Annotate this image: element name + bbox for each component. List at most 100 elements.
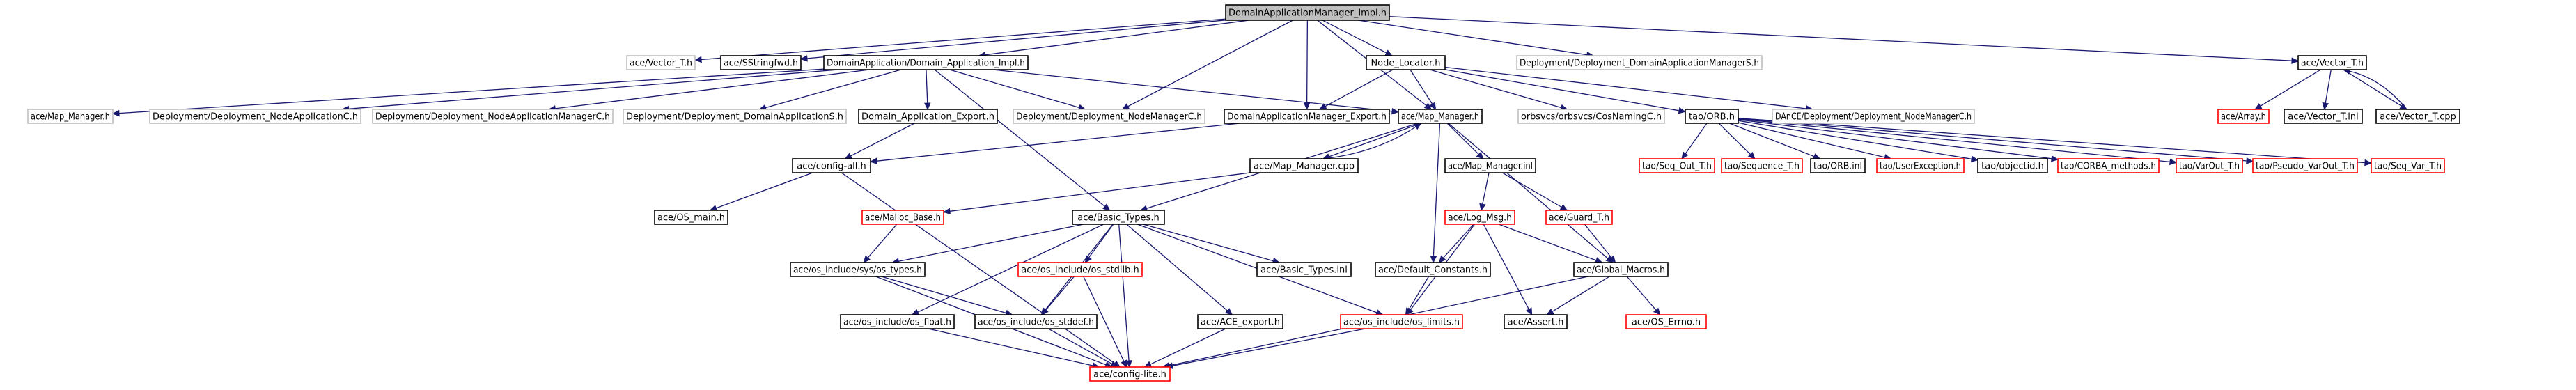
edge-line (876, 123, 1240, 162)
edge-basic_types-to-basic_types_inl (1143, 224, 1281, 265)
node-label: tao/Pseudo_VarOut_T.h (2256, 162, 2355, 172)
node-map_manager_inl[interactable]: ace/Map_Manager.inl (1444, 158, 1536, 173)
node-sstringfwd[interactable]: ace/SStringfwd.h (720, 55, 802, 70)
node-box (1197, 314, 1283, 329)
node-array_h[interactable]: ace/Array.h (2217, 109, 2270, 124)
edge-line (1127, 20, 1293, 107)
edge-da_impl-to-map_manager (992, 69, 1400, 115)
node-os_stddef[interactable]: ace/os_include/os_stddef.h (974, 314, 1098, 329)
arrow-head (1479, 203, 1486, 212)
edge-line (1126, 224, 1228, 311)
edge-line (1498, 224, 1597, 261)
node-box (1517, 109, 1665, 124)
node-label: ace/Basic_Types.h (1077, 213, 1159, 224)
node-dam_export[interactable]: DomainApplicationManager_Export.h (1224, 109, 1390, 124)
arrow-head (1678, 107, 1687, 114)
node-label: ace/Vector_T.h (2301, 58, 2364, 69)
node-sys_types[interactable]: ace/os_include/sys/os_types.h (790, 262, 926, 277)
node-assert_h[interactable]: ace/Assert.h (1504, 314, 1568, 329)
node-basic_types_inl[interactable]: ace/Basic_Types.inl (1256, 262, 1352, 277)
edge-line (1306, 20, 1309, 104)
node-box (2176, 158, 2243, 173)
edge-line (1501, 172, 1562, 208)
arrow-head (1546, 308, 1554, 315)
edge-map_manager_inl-to-log_msg (1479, 172, 1490, 212)
node-map_manager_cpp[interactable]: ace/Map_Manager.cpp (1249, 158, 1359, 173)
node-label: tao/CORBA_methods.h (2061, 162, 2156, 172)
node-node_locator[interactable]: Node_Locator.h (1366, 55, 1446, 70)
arrow-head (1121, 103, 1130, 110)
node-box (1224, 109, 1390, 124)
node-seq_var[interactable]: tao/Seq_Var_T.h (2371, 158, 2445, 173)
node-orb_h[interactable]: tao/ORB.h (1685, 109, 1739, 124)
node-orb_inl[interactable]: tao/ORB.inl (1810, 158, 1866, 173)
arrow-head (1143, 361, 1153, 368)
edge-line (1738, 118, 2171, 163)
edge-map_manager-to-global_macros (1448, 123, 1614, 263)
arrow-head (1125, 360, 1132, 368)
node-user_exc[interactable]: tao/UserException.h (1876, 158, 1965, 173)
node-map_manager[interactable]: ace/Map_Manager.h (1398, 109, 1483, 124)
arrow-head (1041, 307, 1049, 315)
node-guard_t[interactable]: ace/Guard_T.h (1545, 210, 1613, 225)
node-da_impl[interactable]: DomainApplication/Domain_Application_Imp… (823, 55, 1029, 70)
node-os_errno[interactable]: ace/OS_Errno.h (1625, 314, 1707, 329)
node-varout[interactable]: tao/VarOut_T.h (2176, 158, 2243, 173)
node-objectid[interactable]: tao/objectid.h (1977, 158, 2048, 173)
node-basic_types[interactable]: ace/Basic_Types.h (1072, 210, 1165, 225)
node-pseudo_varout[interactable]: tao/Pseudo_VarOut_T.h (2252, 158, 2358, 173)
edge-da_impl-to-da_s (758, 69, 902, 111)
node-vector_t_h2[interactable]: ace/Vector_T.h (2297, 55, 2367, 70)
node-label: Deployment/Deployment_NodeApplicationC.h (153, 112, 358, 123)
node-vector_inl[interactable]: ace/Vector_T.inl (2284, 109, 2363, 124)
node-global_macros[interactable]: ace/Global_Macros.h (1573, 262, 1669, 277)
node-box (2297, 55, 2367, 70)
arrow-head (911, 309, 920, 315)
node-box (1516, 55, 1763, 70)
node-config_all[interactable]: ace/config-all.h (792, 158, 871, 173)
node-label: Deployment/Deployment_DomainApplicationS… (626, 112, 843, 123)
node-ace_export[interactable]: ace/ACE_export.h (1197, 314, 1283, 329)
node-box (1398, 109, 1483, 124)
node-box (2252, 158, 2358, 173)
edge-line (917, 224, 1104, 313)
node-label: ace/OS_main.h (657, 213, 725, 224)
arrow-head (1384, 49, 1393, 56)
node-label: ace/os_include/sys/os_types.h (793, 265, 922, 276)
node-vector_cpp[interactable]: ace/Vector_T.cpp (2375, 109, 2460, 124)
edge-line (1483, 224, 1529, 310)
edge-line (1444, 66, 1806, 109)
node-dance_nm: DAnCE/Deployment/Deployment_NodeManagerC… (1772, 109, 1975, 124)
node-label: ace/Array.h (2221, 112, 2266, 123)
node-os_main[interactable]: ace/OS_main.h (654, 210, 728, 225)
node-os_limits[interactable]: ace/os_include/os_limits.h (1340, 314, 1463, 329)
edge-basic_types-to-ace_export (1126, 224, 1233, 315)
node-box (1772, 109, 1975, 124)
node-box (1545, 210, 1613, 225)
node-malloc_base[interactable]: ace/Malloc_Base.h (861, 210, 944, 225)
edge-orb_h-to-seq_out (1681, 123, 1708, 160)
arrow-head (863, 255, 871, 263)
node-box (1366, 55, 1446, 70)
edge-orb_h-to-orb_inl (1729, 123, 1821, 159)
node-os_stdlib[interactable]: ace/os_include/os_stdlib.h (1017, 262, 1143, 277)
edge-os_stddef-to-config_lite (1048, 328, 1118, 368)
arrow-head (1405, 307, 1412, 316)
edge-line (1738, 122, 1885, 158)
node-config_lite[interactable]: ace/config-lite.h (1089, 366, 1171, 382)
node-dams: Deployment/Deployment_DomainApplicationM… (1516, 55, 1763, 70)
node-os_float[interactable]: ace/os_include/os_float.h (840, 314, 955, 329)
node-box (2284, 109, 2363, 124)
node-label: ace/Map_Manager.h (1401, 112, 1479, 123)
node-seq_out[interactable]: tao/Seq_Out_T.h (1639, 158, 1715, 173)
node-sequence_t[interactable]: tao/Sequence_T.h (1721, 158, 1803, 173)
edge-line (1448, 123, 1609, 259)
node-da_export[interactable]: Domain_Application_Export.h (858, 109, 998, 124)
node-label: tao/UserException.h (1880, 162, 1961, 172)
node-label: DomainApplication/Domain_Application_Imp… (827, 58, 1025, 69)
node-corba_methods[interactable]: tao/CORBA_methods.h (2057, 158, 2160, 173)
node-default_constants[interactable]: ace/Default_Constants.h (1375, 262, 1491, 277)
node-log_msg[interactable]: ace/Log_Msg.h (1444, 210, 1515, 225)
edge-line (1389, 16, 2293, 61)
node-box (861, 210, 944, 225)
